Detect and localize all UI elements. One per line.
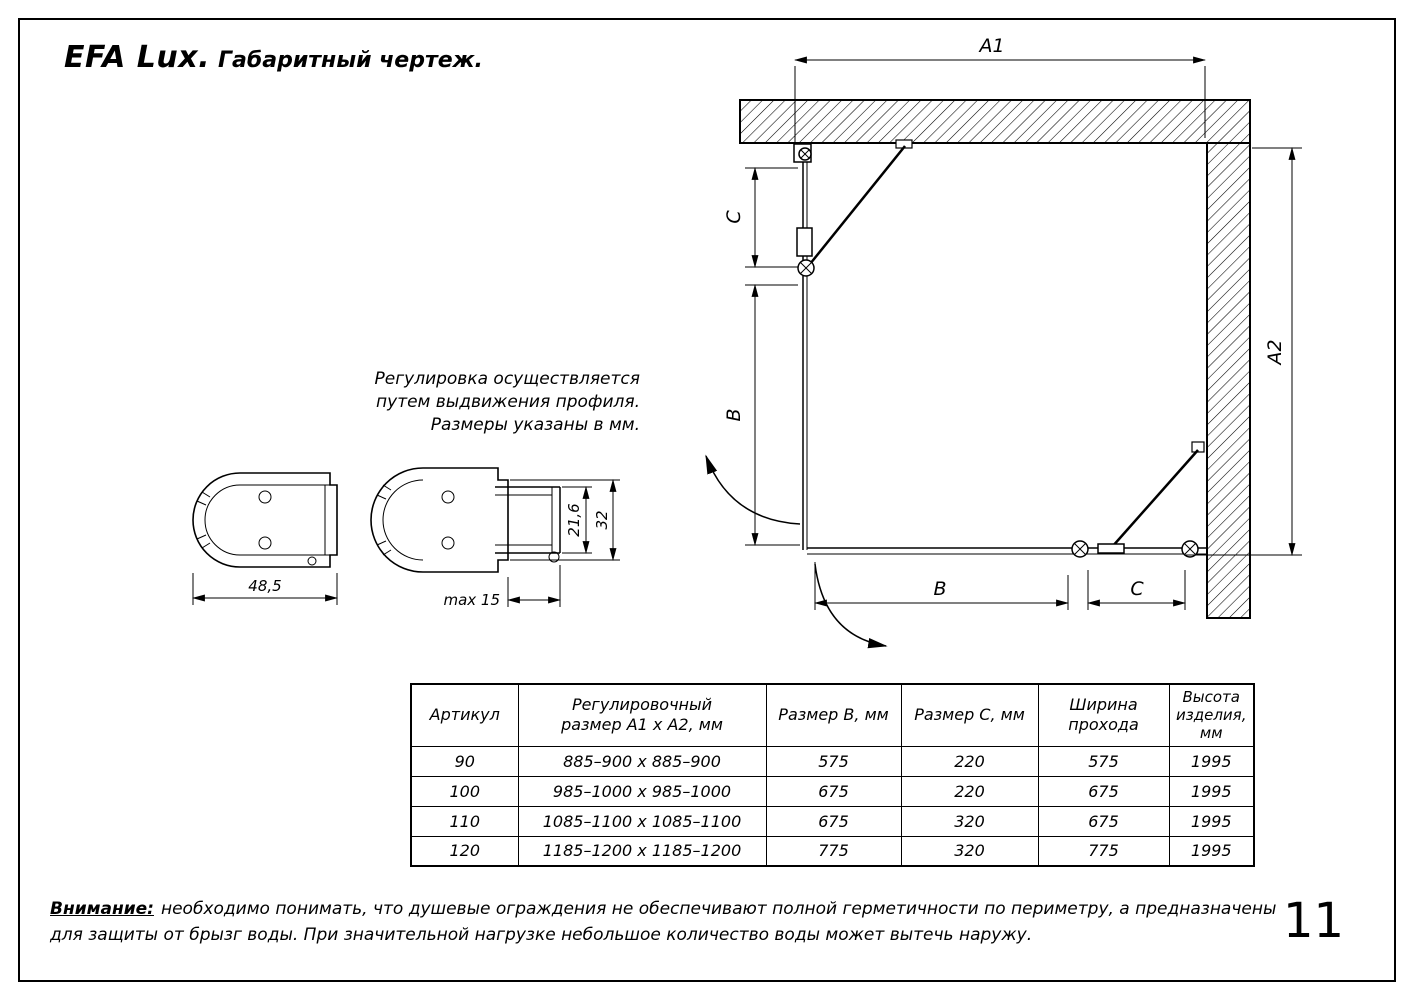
dimension-c-bottom: C	[1086, 570, 1187, 610]
warning-label: Внимание:	[50, 899, 154, 919]
cell-size-c: 320	[900, 805, 1039, 837]
warning-line-1: Внимание: необходимо понимать, что душевы…	[50, 896, 1276, 922]
door-swing-arc-left	[705, 454, 801, 525]
cell-size-b: 675	[765, 775, 902, 807]
dimension-profile-inner-height: 21,6	[562, 485, 592, 555]
cell-passage: 575	[1037, 745, 1170, 777]
cell-size-c: 220	[900, 775, 1039, 807]
cell-size-c: 220	[900, 745, 1039, 777]
page-title: EFA Lux. Габаритный чертеж.	[64, 40, 483, 75]
dim-label-b-left: B	[723, 408, 745, 421]
plan-view-drawing: A1 A2 C B B	[705, 35, 1302, 649]
profile-section-2	[370, 467, 561, 573]
cell-size-b: 575	[765, 745, 902, 777]
dim-label-21-6: 21,6	[565, 503, 583, 536]
note-line: Регулировка осуществляется	[374, 369, 641, 389]
cell-article: 90	[410, 745, 519, 777]
dimension-b-bottom: B	[813, 562, 1070, 610]
dim-label-48-5: 48,5	[248, 577, 281, 595]
cell-size-c: 320	[900, 835, 1039, 867]
cell-article: 120	[410, 835, 519, 867]
table-row: 120 1185–1200 x 1185–1200 775 320 775 19…	[410, 835, 1255, 867]
wall-top	[739, 99, 1251, 144]
brand-name: EFA Lux.	[64, 40, 211, 75]
cell-size-b: 675	[765, 805, 902, 837]
hinge-icon	[1181, 540, 1199, 558]
cell-passage: 675	[1037, 805, 1170, 837]
col-header-size-c: Размер C, мм	[900, 683, 1039, 747]
drawing-subtitle: Габаритный чертеж.	[218, 48, 483, 73]
profile-sections-drawing: 48,5 max 15	[191, 467, 620, 609]
door-swing-arc-bottom	[814, 563, 888, 649]
spec-table: Артикул Регулировочный размер A1 x A2, м…	[410, 683, 1255, 867]
cell-adjust: 985–1000 x 985–1000	[517, 775, 767, 807]
wall-right	[1206, 142, 1251, 619]
col-header-height: Высота изделия, мм	[1168, 683, 1255, 747]
table-row: 110 1085–1100 x 1085–1100 675 320 675 19…	[410, 805, 1255, 837]
col-header-size-b: Размер B, мм	[765, 683, 902, 747]
dim-label-c-left: C	[723, 210, 745, 224]
col-header-passage: Ширина прохода	[1037, 683, 1170, 747]
cell-height: 1995	[1168, 805, 1255, 837]
adjustment-note: Регулировка осуществляется путем выдвиже…	[340, 368, 641, 437]
warning-note: Внимание: необходимо понимать, что душевы…	[50, 896, 1276, 948]
hinge-icon	[1071, 540, 1089, 558]
profile-section-1	[192, 472, 338, 568]
hinge-icon	[797, 259, 815, 277]
table-row: 90 885–900 x 885–900 575 220 575 1995	[410, 745, 1255, 777]
dimension-b-left: B	[723, 283, 800, 547]
dim-label-max-15: max 15	[443, 591, 500, 609]
dim-label-32: 32	[593, 510, 611, 529]
profile-insert	[495, 486, 561, 563]
warning-line-2: для защиты от брызг воды. При значительн…	[50, 925, 1033, 945]
cell-article: 100	[410, 775, 519, 807]
door-leaf-top	[793, 139, 913, 265]
glass-panel-bottom	[807, 547, 1207, 555]
cell-adjust: 1085–1100 x 1085–1100	[517, 805, 767, 837]
col-header-article: Артикул	[410, 683, 519, 747]
dimension-a1: A1	[793, 35, 1207, 142]
dimension-c-left: C	[723, 166, 798, 269]
dimension-profile-width: 48,5	[191, 573, 339, 605]
dim-label-b-bottom: B	[933, 578, 946, 600]
glass-panel-left	[802, 148, 808, 550]
col-header-adjust: Регулировочный размер A1 x A2, мм	[517, 683, 767, 747]
cell-size-b: 775	[765, 835, 902, 867]
note-line: Размеры указаны в мм.	[430, 415, 640, 435]
table-row: 100 985–1000 x 985–1000 675 220 675 1995	[410, 775, 1255, 807]
dimension-a2: A2	[1185, 146, 1302, 557]
cell-height: 1995	[1168, 745, 1255, 777]
note-line: путем выдвижения профиля.	[376, 392, 640, 412]
door-leaf-bottom	[1097, 441, 1205, 554]
cell-adjust: 1185–1200 x 1185–1200	[517, 835, 767, 867]
dim-label-a2: A2	[1264, 339, 1286, 366]
cell-height: 1995	[1168, 775, 1255, 807]
warning-text-1: необходимо понимать, что душевые огражде…	[160, 899, 1277, 919]
cell-adjust: 885–900 x 885–900	[517, 745, 767, 777]
cell-article: 110	[410, 805, 519, 837]
dimension-profile-outer-height: 32	[510, 478, 620, 562]
cell-height: 1995	[1168, 835, 1255, 867]
dimension-profile-offset: max 15	[443, 565, 562, 609]
cell-passage: 675	[1037, 775, 1170, 807]
table-header-row: Артикул Регулировочный размер A1 x A2, м…	[410, 683, 1255, 747]
cell-passage: 775	[1037, 835, 1170, 867]
page-number: 11	[1283, 893, 1345, 949]
dim-label-c-bottom: C	[1130, 578, 1144, 600]
sheet-border	[18, 18, 1396, 982]
hinge-icon	[798, 147, 812, 161]
dim-label-a1: A1	[977, 35, 1004, 57]
